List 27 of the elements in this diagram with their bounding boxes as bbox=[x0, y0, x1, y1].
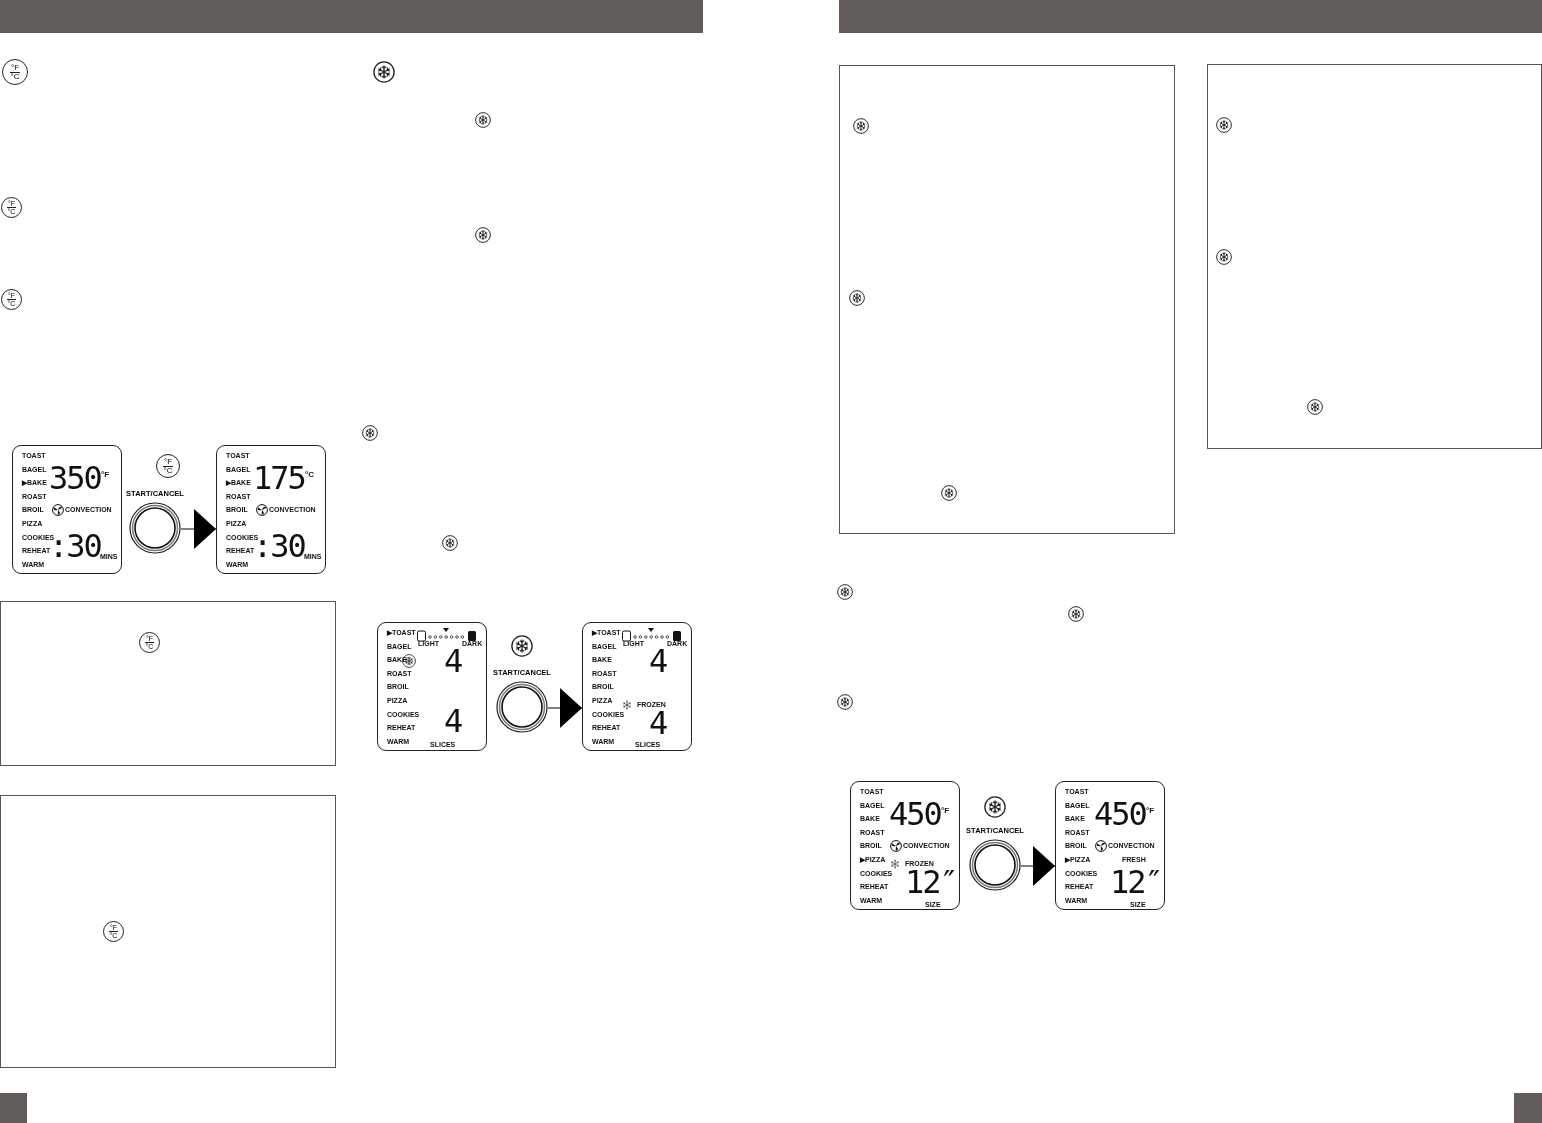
arrow bbox=[180, 509, 217, 549]
arrow bbox=[1020, 846, 1056, 886]
lcd-display bbox=[850, 781, 960, 910]
temperature-readout: 175 bbox=[253, 462, 305, 494]
slice-readout: 4 bbox=[649, 645, 667, 677]
unit-label: °C bbox=[305, 471, 314, 479]
unit-label: °F bbox=[101, 471, 110, 479]
arrow bbox=[547, 688, 583, 728]
temperature-readout: 450 bbox=[889, 798, 941, 830]
note-box bbox=[1207, 64, 1542, 449]
lcd-display bbox=[216, 445, 326, 574]
note-box bbox=[839, 65, 1175, 534]
note-box bbox=[0, 601, 336, 766]
note-box bbox=[0, 795, 336, 1068]
lcd-display bbox=[1055, 781, 1165, 910]
unit-label: °F bbox=[1146, 807, 1155, 815]
unit-label: °F bbox=[941, 807, 950, 815]
slice-readout: 4 bbox=[444, 705, 462, 737]
lcd-display bbox=[582, 622, 692, 751]
lcd-display bbox=[377, 622, 487, 751]
temperature-readout: 350 bbox=[49, 462, 101, 494]
size-readout: 12″ bbox=[1110, 866, 1162, 898]
slice-readout: 4 bbox=[649, 707, 667, 739]
lcd-display bbox=[12, 445, 122, 574]
temperature-readout: 450 bbox=[1094, 798, 1146, 830]
size-readout: 12″ bbox=[905, 866, 957, 898]
slice-readout: 4 bbox=[444, 645, 462, 677]
